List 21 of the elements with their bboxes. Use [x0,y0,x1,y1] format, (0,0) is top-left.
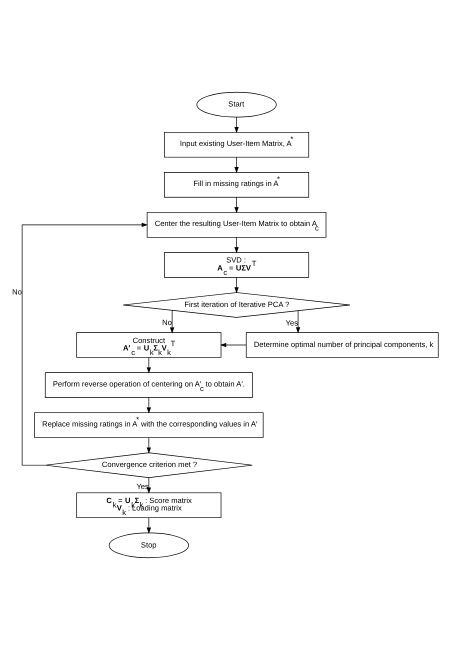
arrow [146,397,151,414]
edge-label: No [162,318,172,328]
node-ellipse: Start [196,92,276,118]
arrow [169,310,174,334]
node-diamond: First iteration of Iterative PCA ? [122,292,350,318]
arrow [234,236,238,254]
arrow [234,156,238,174]
arrow [295,310,300,334]
edge-label: Yes [285,318,298,328]
arrow [234,196,238,214]
arrow [146,357,151,374]
node-ellipse: Stop [108,532,188,558]
edge-label: No [12,287,22,296]
arrow [234,277,238,294]
arrow [220,342,246,348]
arrow [21,222,148,466]
arrow [146,517,151,534]
node-box: Determine optimal number of principal components, k [245,332,438,358]
arrow [234,116,238,134]
arrow [146,437,151,454]
node-diamond: Convergence criterion met ? [44,452,252,478]
